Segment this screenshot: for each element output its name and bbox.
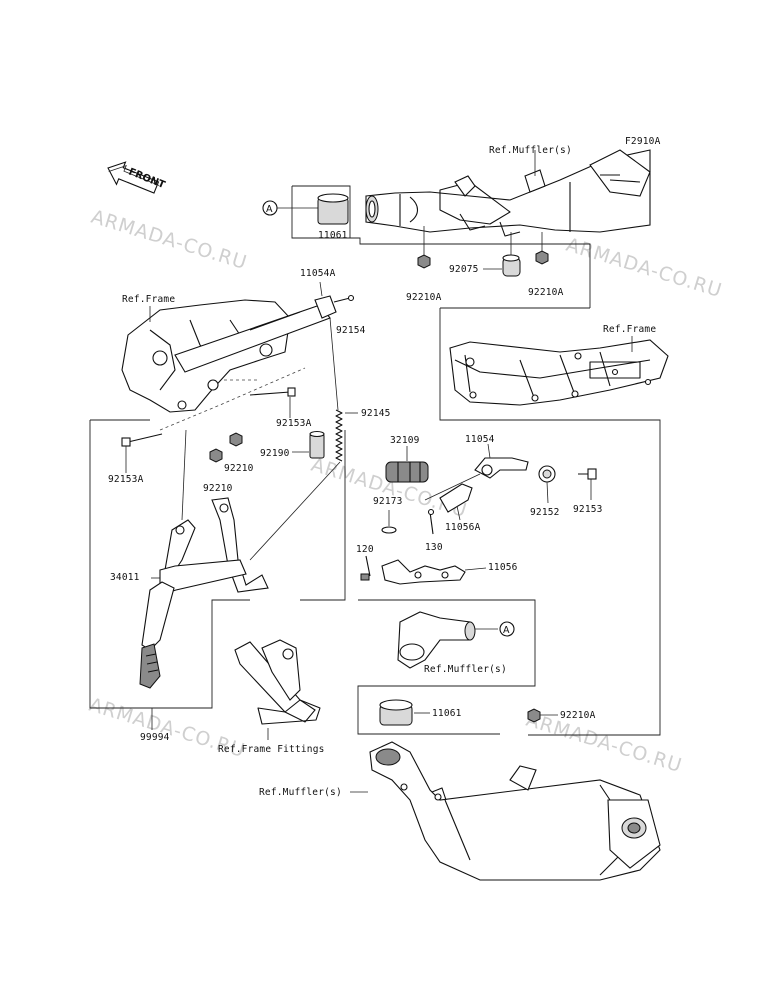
label-92210a-left: 92210A [406, 292, 442, 303]
main-frame [121, 299, 331, 413]
label-ref-frame-left: Ref.Frame [122, 294, 175, 305]
muffler-joint-pipe [397, 611, 498, 669]
label-92152: 92152 [530, 507, 560, 518]
spring-92145 [249, 317, 343, 561]
bolt-120 [360, 555, 371, 581]
bolt-92153a-lower [121, 433, 163, 447]
nut-92210a-bottom [527, 708, 558, 723]
watermark-1: ARMADA-CO.RU [89, 206, 250, 274]
label-11054a: 11054A [300, 268, 336, 279]
nut-92210-b [209, 448, 223, 463]
label-92153a-upper: 92153A [276, 418, 312, 429]
watermark-5: ARMADA-CO.RU [524, 709, 685, 777]
label-92210-b: 92210 [203, 483, 233, 494]
label-92210-a: 92210 [224, 463, 254, 474]
group-frames [89, 185, 661, 736]
label-11061-top: 11061 [318, 230, 348, 241]
label-99994: 99994 [140, 732, 170, 743]
nut-92210a-right [535, 232, 549, 265]
collar-11061-top [317, 193, 349, 225]
label-11054: 11054 [465, 434, 495, 445]
label-92173: 92173 [373, 496, 403, 507]
bracket-11056 [381, 559, 487, 585]
label-92154: 92154 [336, 325, 366, 336]
label-ref-frame-right: Ref.Frame [603, 324, 656, 335]
label-32109: 32109 [390, 435, 420, 446]
callout-a-top: A [262, 200, 318, 216]
label-92075: 92075 [449, 264, 479, 275]
label-34011: 34011 [110, 572, 140, 583]
callout-a-mid-letter: A [503, 625, 510, 636]
nut-92210a-left [417, 226, 431, 269]
plate-11056a [439, 483, 473, 521]
rear-frame [449, 339, 669, 406]
bolt-92153a-upper [249, 387, 296, 397]
bracket-11054 [424, 443, 529, 501]
label-ref-muffler-mid: Ref.Muffler(s) [424, 664, 507, 675]
stand-34011 [139, 429, 269, 689]
bolt-92153 [578, 468, 597, 500]
muffler-main [369, 741, 661, 881]
label-130: 130 [425, 542, 443, 553]
label-92153: 92153 [573, 504, 603, 515]
collar-11061-bottom [379, 699, 430, 726]
label-92190: 92190 [260, 448, 290, 459]
label-92210a-right: 92210A [528, 287, 564, 298]
label-92153a-lower: 92153A [108, 474, 144, 485]
label-ref-muffler-top: Ref.Muffler(s) [489, 145, 572, 156]
label-120: 120 [356, 544, 374, 555]
bolt-130 [427, 508, 435, 535]
label-ref-muffler-bottom: Ref.Muffler(s) [259, 787, 342, 798]
pin-92190 [309, 430, 325, 459]
front-arrow-icon [107, 161, 160, 194]
callout-a-mid: A [499, 621, 515, 637]
label-ref-frame-fittings: Ref.Frame Fittings [218, 744, 325, 755]
frame-fittings [234, 639, 321, 740]
rubber-92075 [502, 232, 521, 277]
label-11061-bottom: 11061 [432, 708, 462, 719]
callout-a-top-letter: A [266, 204, 273, 215]
figure-code: F2910A [625, 136, 661, 147]
label-11056a: 11056A [445, 522, 481, 533]
bracket-11054a [314, 281, 355, 319]
nut-92210-a [229, 432, 243, 447]
collar-92152 [538, 465, 556, 504]
muffler-upper-pipe [365, 149, 651, 237]
label-11056: 11056 [488, 562, 518, 573]
clip-92173 [381, 510, 397, 534]
label-92145: 92145 [361, 408, 391, 419]
rubber-32109 [385, 446, 429, 483]
label-92210a-bottom: 92210A [560, 710, 596, 721]
